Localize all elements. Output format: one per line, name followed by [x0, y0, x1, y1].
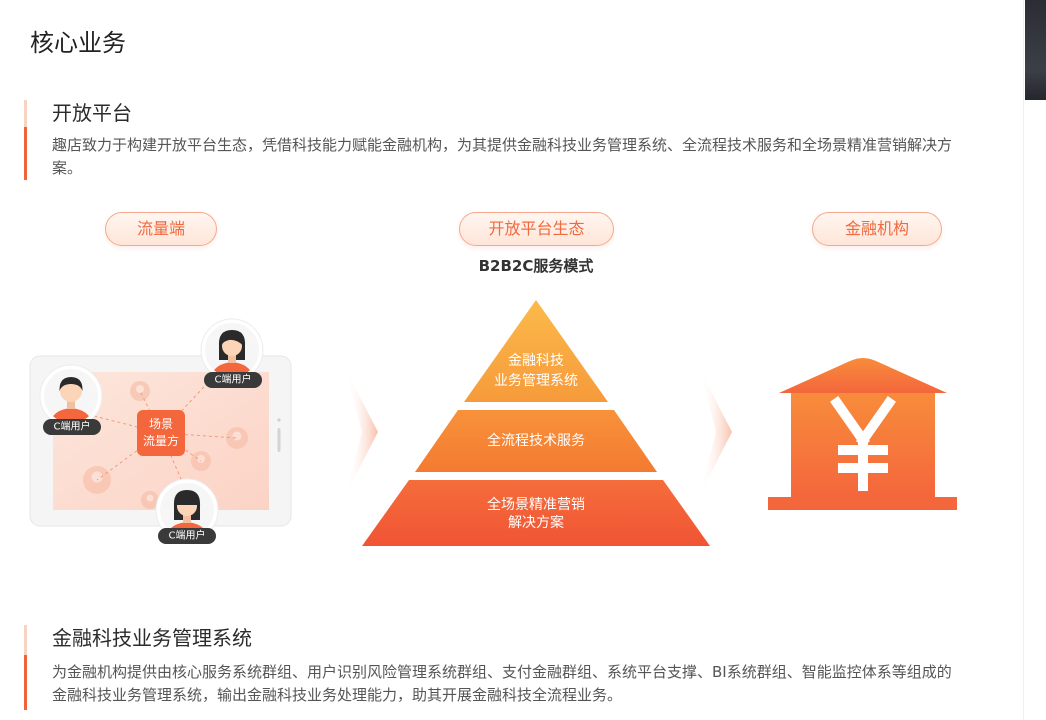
section-description: 趣店致力于构建开放平台生态，凭借科技能力赋能金融机构，为其提供金融科技业务管理系…: [52, 136, 953, 177]
pill-financial-institutions: 金融机构: [812, 212, 942, 246]
section-accent-bar: [24, 655, 27, 710]
user-label: C端用户: [158, 528, 216, 544]
section-open-platform: 开放平台 趣店致力于构建开放平台生态，凭借科技能力赋能金融机构，为其提供金融科技…: [0, 99, 980, 189]
section-heading: 开放平台: [52, 101, 132, 125]
section-accent-bar: [24, 127, 27, 180]
pyramid-tier-label: 金融科技: [508, 353, 564, 369]
pyramid-tier-label: 业务管理系统: [494, 373, 578, 389]
model-caption: B2B2C服务模式: [478, 257, 594, 275]
pyramid-tier-fintech-system: 金融科技 业务管理系统: [464, 300, 608, 402]
pyramid-tier-label: 全场景精准营销: [487, 496, 585, 513]
page-title: 核心业务: [30, 29, 126, 57]
user-avatar-icon: [200, 318, 264, 382]
bank-yen-icon: [768, 358, 957, 510]
pyramid-tier-tech-service: 全流程技术服务: [415, 410, 657, 472]
yen-icon: [830, 396, 896, 491]
b2b2c-diagram: 流量端 开放平台生态 金融机构 B2B2C服务模式: [0, 205, 1000, 570]
user-label-text: C端用户: [54, 420, 91, 433]
pill-open-platform-ecosystem: 开放平台生态: [459, 212, 614, 246]
pyramid-tier-label: 解决方案: [508, 514, 564, 531]
section-accent-bar-soft: [24, 625, 27, 655]
chevron-right-icon: [346, 370, 378, 494]
hub-label-line1: 场景: [149, 417, 173, 431]
user-label: C端用户: [43, 419, 101, 435]
user-avatar-icon: [39, 364, 103, 428]
hub-label-line2: 流量方: [143, 433, 179, 448]
diagram-graphics: 场景 流量方: [29, 300, 957, 546]
user-label-text: C端用户: [169, 529, 206, 542]
faint-user-icons: [83, 381, 248, 509]
user-label: C端用户: [204, 372, 262, 388]
chevron-right-icon: [700, 370, 732, 494]
section-heading: 金融科技业务管理系统: [52, 626, 252, 650]
user-label-text: C端用户: [215, 373, 252, 386]
right-edge-panel: [1023, 0, 1046, 720]
scene-traffic-hub: 场景 流量方: [137, 410, 185, 456]
pill-traffic-side: 流量端: [105, 212, 217, 246]
pyramid-tier-precision-marketing: 全场景精准营销 解决方案: [362, 480, 710, 546]
pyramid-tier-label: 全流程技术服务: [487, 432, 585, 449]
right-edge-dark-block: [1025, 0, 1046, 100]
section-accent-bar-soft: [24, 100, 27, 127]
section-description: 为金融机构提供由核心服务系统群组、用户识别风险管理系统群组、支付金融群组、系统平…: [52, 663, 952, 704]
section-fintech-system: 金融科技业务管理系统 为金融机构提供由核心服务系统群组、用户识别风险管理系统群组…: [0, 624, 980, 714]
